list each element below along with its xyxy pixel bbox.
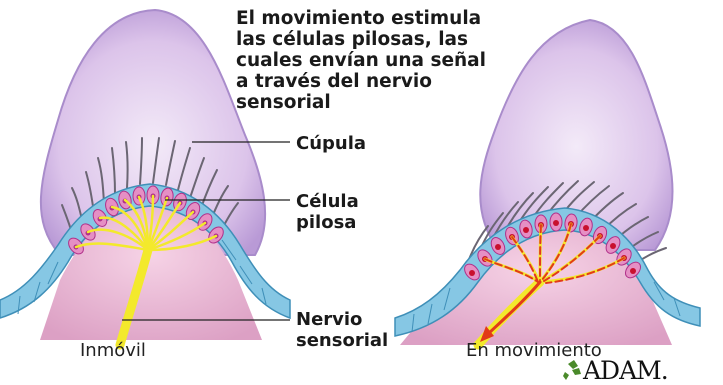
- adam-leaf-icon: [563, 360, 581, 380]
- panel-title-inmovil: Inmóvil: [80, 340, 146, 361]
- label-nervio-sensorial: Nervio sensorial: [296, 309, 388, 351]
- label-celula-pilosa: Célula pilosa: [296, 191, 359, 233]
- diagram-caption: El movimiento estimula las células pilos…: [236, 8, 596, 113]
- panel-title-en-movimiento: En movimiento: [466, 340, 602, 361]
- label-cupula: Cúpula: [296, 133, 366, 154]
- adam-logo: ADAM.: [583, 356, 668, 385]
